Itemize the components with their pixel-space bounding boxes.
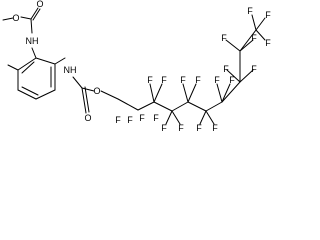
fluorine-16: F (265, 10, 271, 20)
fluorine-13: F (221, 33, 227, 43)
fluorine-20: F (115, 115, 121, 125)
fluorine-8: F (212, 123, 218, 133)
fluorine-6: F (195, 75, 201, 85)
fluorine-3: F (161, 123, 167, 133)
methoxy-oxygen-label: O (12, 13, 19, 23)
fluorine-2: F (161, 75, 167, 85)
fluorine-5: F (180, 75, 186, 85)
fluorine-19: F (153, 113, 159, 123)
fluorine-4: F (178, 123, 184, 133)
fluorine-18: F (139, 113, 145, 123)
fluorine-11: F (223, 64, 229, 74)
fluorine-1: F (147, 75, 153, 85)
fluorine-14: F (251, 33, 257, 43)
background (0, 0, 276, 163)
fluorine-10: F (229, 75, 235, 85)
nh-label-2: NH (64, 65, 77, 75)
carbonyl-oxygen-label: O (84, 113, 91, 123)
fluorine-17: F (265, 38, 271, 48)
nh-label-1: NH (26, 36, 39, 46)
fluorine-15: F (247, 6, 253, 16)
ester-oxygen-label: O (93, 86, 100, 96)
fluorine-9: F (214, 75, 220, 85)
carbamate-oxygen-label: O (36, 0, 43, 9)
fluorine-21: F (127, 115, 133, 125)
fluorine-12: F (251, 64, 257, 74)
bonds (2, 7, 266, 125)
fluorine-7: F (196, 123, 202, 133)
structure-diagram: O O NH NH O O F F F F F F F F F F F F F … (0, 0, 276, 163)
atom-labels: O O NH NH O O F F F F F F F F F F F F F … (12, 0, 271, 133)
